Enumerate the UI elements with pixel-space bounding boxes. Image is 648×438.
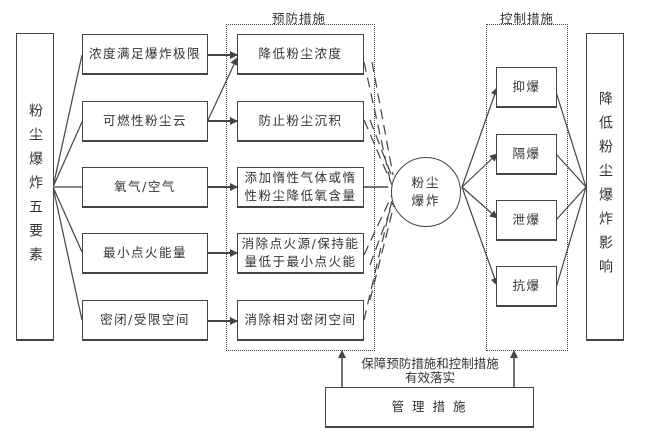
prevention-box-inert-gas: 添加惰性气体或惰性粉尘降低氧含量 <box>237 167 364 208</box>
reduce-impact-title-box: 降低粉尘爆炸影响 <box>586 33 624 341</box>
link-title-element-1 <box>52 54 83 188</box>
five-elements-title: 粉尘爆炸五要素 <box>27 102 43 271</box>
prevention-box-reduce-concentration: 降低粉尘浓度 <box>237 34 364 75</box>
element-box-concentration: 浓度满足爆炸极限 <box>82 34 208 75</box>
prevention-box-eliminate-ignition: 消除点火源/保持能量低于最小点火能 <box>237 233 364 274</box>
element-label: 可燃性粉尘云 <box>102 113 187 128</box>
prevention-label: 添加惰性气体或惰性粉尘降低氧含量 <box>244 170 357 203</box>
arrow-control-2 <box>461 153 498 188</box>
control-box-isolation: 隔爆 <box>496 134 557 175</box>
five-elements-title-box: 粉尘爆炸五要素 <box>16 33 54 341</box>
control-label: 抗爆 <box>512 278 541 293</box>
control-label: 抑爆 <box>512 79 541 94</box>
link-control-1 <box>555 91 587 188</box>
dash-prev-2 <box>363 119 393 186</box>
control-box-suppression: 抑爆 <box>496 67 557 108</box>
management-label: 管 理 措 施 <box>391 399 468 414</box>
arrow-control-1 <box>461 87 499 188</box>
prevention-group-frame <box>226 24 375 351</box>
link-control-2 <box>555 153 587 188</box>
prevention-label: 消除相对密闭空间 <box>244 312 357 327</box>
dash-prev-5 <box>363 199 393 321</box>
dust-explosion-node: 粉尘爆炸 <box>391 157 461 227</box>
prevention-label: 消除点火源/保持能量低于最小点火能 <box>241 236 360 269</box>
arrow-control-4 <box>461 186 499 286</box>
dash-prev-1b <box>371 61 394 176</box>
element-label: 浓度满足爆炸极限 <box>88 46 201 61</box>
control-group-frame <box>486 24 568 351</box>
arrow-element-2-diag <box>207 57 238 121</box>
arrow-control-3 <box>461 186 498 219</box>
management-caption: 保障预防措施和控制措施有效落实 <box>361 356 499 385</box>
link-title-element-4 <box>52 186 83 253</box>
control-box-resistance: 抗爆 <box>496 266 557 307</box>
element-box-oxygen: 氧气/空气 <box>82 167 208 208</box>
element-label: 最小点火能量 <box>102 245 187 260</box>
control-label: 隔爆 <box>512 146 541 161</box>
control-box-venting: 泄爆 <box>496 200 557 241</box>
link-control-4 <box>555 186 587 289</box>
management-box: 管 理 措 施 <box>325 387 534 428</box>
prevention-box-prevent-deposition: 防止粉尘沉积 <box>237 101 364 142</box>
link-control-3 <box>555 186 587 221</box>
control-label: 泄爆 <box>512 212 541 227</box>
dash-prev-1 <box>363 61 391 181</box>
element-box-ignition-energy: 最小点火能量 <box>82 233 208 274</box>
element-box-confined-space: 密闭/受限空间 <box>82 300 208 341</box>
element-label: 密闭/受限空间 <box>100 312 190 327</box>
element-box-dust-cloud: 可燃性粉尘云 <box>82 101 208 142</box>
prevention-label: 防止粉尘沉积 <box>258 113 343 128</box>
element-label: 氧气/空气 <box>114 179 176 194</box>
prevention-title: 预防措施 <box>272 11 327 26</box>
control-title: 控制措施 <box>500 11 555 26</box>
link-title-element-2 <box>52 121 83 188</box>
reduce-impact-title: 降低粉尘爆炸影响 <box>597 90 613 283</box>
prevention-box-eliminate-confinement: 消除相对密闭空间 <box>237 300 364 341</box>
prevention-label: 降低粉尘浓度 <box>258 46 343 61</box>
link-title-element-5 <box>52 186 83 321</box>
dash-prev-4 <box>363 194 393 256</box>
dash-prev-2b <box>369 119 395 183</box>
dust-explosion-label: 粉尘爆炸 <box>411 175 441 208</box>
